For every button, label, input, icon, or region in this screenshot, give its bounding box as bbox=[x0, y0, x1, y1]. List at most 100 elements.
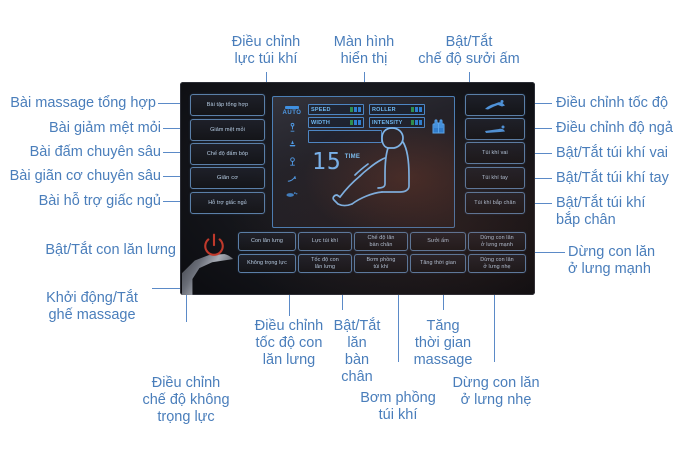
sidebar-item-btn-stretch[interactable]: Giãn cơ bbox=[190, 167, 265, 189]
callout-program-stretch: Bài giãn cơ chuyên sâu bbox=[9, 168, 161, 184]
callout-foot-roller: Bật/Tắt lăn bàn chân bbox=[333, 318, 381, 385]
callout-heat-toggle: Bật/Tắt chế độ sưởi ấm bbox=[418, 34, 520, 67]
btn-foot-roller-mode[interactable]: Chế độ lăn bàn chân bbox=[354, 232, 408, 251]
btn-shoulder-airbag[interactable]: Túi khí vai bbox=[465, 142, 525, 164]
leader-line bbox=[443, 290, 444, 310]
btn-zero-gravity[interactable]: Không trọng lực bbox=[238, 254, 296, 273]
callout-calf-airbag: Bật/Tắt túi khí bắp chân bbox=[556, 195, 646, 228]
callout-power: Khởi động/Tắt ghế massage bbox=[46, 290, 138, 323]
callout-roller-speed: Điều chỉnh tốc độ con lăn lưng bbox=[254, 318, 324, 368]
btn-calf-airbag[interactable]: Túi khí bắp chân bbox=[465, 192, 525, 214]
meter-row-1: SPEED ROLLER bbox=[308, 104, 425, 115]
remote-control-panel: Bài tập tổng hợp Giảm mệt mỏi Chế độ đấm… bbox=[180, 82, 535, 295]
btn-pump[interactable]: Bơm phồng túi khí bbox=[354, 254, 408, 273]
btn-power[interactable] bbox=[200, 232, 228, 260]
btn-heat[interactable]: Sưởi ấm bbox=[410, 232, 466, 251]
btn-time[interactable]: Tăng thời gian bbox=[410, 254, 466, 273]
width-meter-label: WIDTH bbox=[311, 119, 331, 126]
btn-label: Con lăn lưng bbox=[250, 238, 284, 245]
sidebar-item-btn-sleep[interactable]: Hỗ trợ giấc ngủ bbox=[190, 192, 265, 214]
meter-row-2: WIDTH INTENSITY bbox=[308, 117, 425, 128]
btn-label: Giảm mệt mỏi bbox=[210, 126, 245, 133]
callout-program-sleep: Bài hỗ trợ giấc ngủ bbox=[38, 193, 161, 209]
sidebar-item-btn-tapping[interactable]: Chế độ đấm bóp bbox=[190, 143, 265, 165]
intensity-meter: INTENSITY bbox=[369, 117, 425, 128]
shoulder-icon bbox=[289, 140, 295, 147]
btn-label: Hỗ trợ giấc ngủ bbox=[208, 199, 247, 206]
callout-stop-roller-light: Dừng con lăn ở lưng nhẹ bbox=[452, 375, 540, 408]
btn-air-force[interactable]: Lực túi khí bbox=[298, 232, 352, 251]
btn-back-roller[interactable]: Con lăn lưng bbox=[238, 232, 296, 251]
btn-stop-light[interactable]: Dừng con lăn ở lưng nhẹ bbox=[468, 254, 526, 273]
time-label: TIME bbox=[344, 154, 361, 160]
roller-meter-label: ROLLER bbox=[372, 106, 396, 113]
btn-label: Túi khí bắp chân bbox=[474, 199, 516, 206]
btn-label: Tăng thời gian bbox=[419, 260, 457, 267]
callout-speed-adjust: Điều chỉnh tốc độ bbox=[556, 95, 669, 111]
leader-line bbox=[533, 252, 565, 253]
waist-icon bbox=[289, 157, 295, 166]
btn-label: Chế độ đấm bóp bbox=[206, 150, 249, 157]
callout-program-tapping: Bài đấm chuyên sâu bbox=[29, 144, 161, 160]
mode-icon-column: AUTO bbox=[280, 104, 304, 199]
time-readout: 15 TIME bbox=[312, 149, 361, 175]
leader-line bbox=[163, 152, 192, 153]
leader-line bbox=[186, 276, 187, 322]
callout-program-fatigue: Bài giảm mệt mỏi bbox=[48, 120, 161, 136]
speed-meter: SPEED bbox=[308, 104, 364, 115]
intensity-meter-label: INTENSITY bbox=[372, 119, 403, 126]
callout-time-increase: Tăng thời gian massage bbox=[413, 318, 473, 368]
sidebar-item-btn-full-body[interactable]: Bài tập tổng hợp bbox=[190, 94, 265, 116]
btn-arm-airbag[interactable]: Túi khí tay bbox=[465, 167, 525, 189]
sidebar-item-btn-fatigue[interactable]: Giảm mệt mỏi bbox=[190, 119, 265, 141]
btn-stop-strong[interactable]: Dừng con lăn ở lưng mạnh bbox=[468, 232, 526, 251]
power-icon bbox=[204, 233, 224, 256]
leader-line bbox=[158, 103, 192, 104]
leader-line bbox=[163, 128, 192, 129]
roller-meter-segments bbox=[411, 107, 422, 112]
roller-meter: ROLLER bbox=[369, 104, 425, 115]
btn-label: Lực túi khí bbox=[311, 238, 339, 245]
btn-label: Túi khí vai bbox=[482, 149, 508, 156]
leader-line bbox=[342, 290, 343, 310]
callout-zero-gravity: Điều chỉnh chế độ không trọng lực bbox=[142, 375, 230, 425]
auto-label: AUTO bbox=[282, 110, 302, 116]
foot-icon bbox=[285, 192, 297, 197]
callout-arm-airbag: Bật/Tắt túi khí tay bbox=[556, 170, 669, 186]
callout-shoulder-airbag: Bật/Tắt túi khí vai bbox=[556, 145, 669, 161]
callout-air-pressure: Điều chỉnh lực túi khí bbox=[231, 34, 301, 67]
width-meter-segments bbox=[350, 120, 361, 125]
leg-icon bbox=[287, 176, 297, 182]
btn-label: Dừng con lăn ở lưng mạnh bbox=[480, 234, 514, 248]
btn-label: Bơm phồng túi khí bbox=[366, 256, 396, 270]
callout-recline-adjust: Điều chỉnh độ ngả bbox=[556, 120, 673, 136]
leader-line bbox=[289, 290, 290, 316]
callout-program-full-body: Bài massage tổng hợp bbox=[10, 95, 156, 111]
speed-meter-segments bbox=[350, 107, 361, 112]
intensity-meter-segments bbox=[411, 120, 422, 125]
btn-label: Bài tập tổng hợp bbox=[206, 101, 249, 108]
time-value: 15 bbox=[312, 149, 342, 175]
btn-recline-adjust[interactable] bbox=[465, 118, 525, 140]
btn-label: Giãn cơ bbox=[216, 174, 239, 181]
meter-group: SPEED ROLLER bbox=[308, 104, 425, 143]
leader-line bbox=[152, 288, 207, 289]
btn-label: Chế độ lăn bàn chân bbox=[367, 234, 395, 248]
seated-person-icon bbox=[332, 127, 410, 207]
btn-roller-speed[interactable]: Tốc độ con lăn lưng bbox=[298, 254, 352, 273]
leader-line bbox=[398, 290, 399, 362]
width-meter: WIDTH bbox=[308, 117, 364, 128]
callout-stop-roller-strong: Dừng con lăn ở lưng mạnh bbox=[568, 244, 656, 277]
btn-speed-adjust[interactable] bbox=[465, 94, 525, 116]
btn-label: Túi khí tay bbox=[482, 174, 508, 181]
recline-up-icon bbox=[485, 100, 505, 110]
recline-down-icon bbox=[485, 125, 505, 133]
btn-label: Không trọng lực bbox=[247, 260, 287, 267]
display-screen: AUTO bbox=[272, 96, 455, 228]
btn-label: Tốc độ con lăn lưng bbox=[311, 256, 339, 270]
leader-line bbox=[163, 201, 192, 202]
hands-icon bbox=[432, 119, 445, 134]
leader-line bbox=[163, 176, 192, 177]
auto-bar-icon bbox=[285, 106, 299, 109]
